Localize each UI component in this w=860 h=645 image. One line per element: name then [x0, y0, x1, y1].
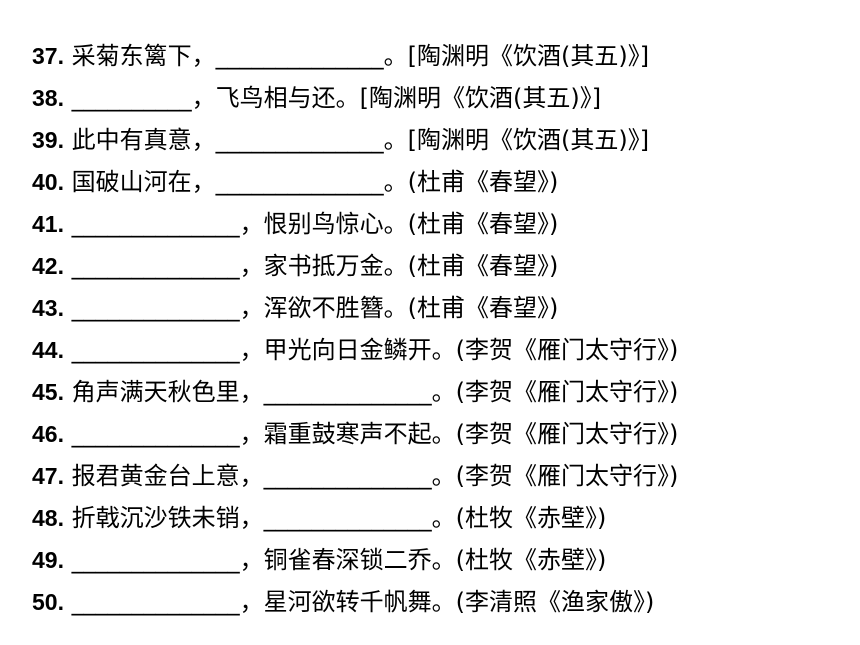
question-number-separator: .: [57, 43, 64, 69]
question-text: ______________，浑欲不胜簪。(杜甫《春望》): [71, 294, 559, 322]
question-number: 37: [32, 43, 58, 69]
question-43: 43. ______________，浑欲不胜簪。(杜甫《春望》): [32, 288, 558, 328]
question-number-separator: .: [57, 463, 64, 489]
question-text: 采菊东篱下，______________。[陶渊明《饮酒(其五)》]: [71, 42, 650, 70]
question-number: 46: [32, 421, 58, 447]
question-number: 39: [32, 127, 58, 153]
question-text: ______________，星河欲转千帆舞。(李清照《渔家傲》): [71, 588, 655, 616]
question-number: 48: [32, 505, 58, 531]
question-text: 国破山河在，______________。(杜甫《春望》): [71, 168, 559, 196]
question-49: 49. ______________，铜雀春深锁二乔。(杜牧《赤壁》): [32, 540, 606, 580]
question-text: ______________，甲光向日金鳞开。(李贺《雁门太守行》): [71, 336, 679, 364]
question-number-separator: .: [57, 547, 64, 573]
question-46: 46. ______________，霜重鼓寒声不起。(李贺《雁门太守行》): [32, 414, 678, 454]
question-47: 47. 报君黄金台上意，______________。(李贺《雁门太守行》): [32, 456, 678, 496]
question-number: 41: [32, 211, 58, 237]
question-number-separator: .: [57, 169, 64, 195]
question-number-separator: .: [57, 505, 64, 531]
question-text: ______________，铜雀春深锁二乔。(杜牧《赤壁》): [71, 546, 607, 574]
question-number: 40: [32, 169, 58, 195]
question-41: 41. ______________，恨别鸟惊心。(杜甫《春望》): [32, 204, 558, 244]
question-number: 42: [32, 253, 58, 279]
question-text: __________，飞鸟相与还。[陶渊明《饮酒(其五)》]: [71, 84, 602, 112]
question-number-separator: .: [57, 85, 64, 111]
question-37: 37. 采菊东篱下，______________。[陶渊明《饮酒(其五)》]: [32, 36, 649, 76]
question-number: 44: [32, 337, 58, 363]
question-text: 折戟沉沙铁未销，______________。(杜牧《赤壁》): [71, 504, 607, 532]
question-text: ______________，恨别鸟惊心。(杜甫《春望》): [71, 210, 559, 238]
question-text: 角声满天秋色里，______________。(李贺《雁门太守行》): [71, 378, 679, 406]
question-50: 50. ______________，星河欲转千帆舞。(李清照《渔家傲》): [32, 582, 654, 622]
question-number-separator: .: [57, 421, 64, 447]
question-number: 50: [32, 589, 58, 615]
question-40: 40. 国破山河在，______________。(杜甫《春望》): [32, 162, 558, 202]
question-text: ______________，家书抵万金。(杜甫《春望》): [71, 252, 559, 280]
question-number-separator: .: [57, 127, 64, 153]
question-number-separator: .: [57, 253, 64, 279]
question-number: 43: [32, 295, 58, 321]
question-44: 44. ______________，甲光向日金鳞开。(李贺《雁门太守行》): [32, 330, 678, 370]
question-number-separator: .: [57, 589, 64, 615]
question-text: ______________，霜重鼓寒声不起。(李贺《雁门太守行》): [71, 420, 679, 448]
question-42: 42. ______________，家书抵万金。(杜甫《春望》): [32, 246, 558, 286]
question-number-separator: .: [57, 337, 64, 363]
question-text: 此中有真意，______________。[陶渊明《饮酒(其五)》]: [71, 126, 650, 154]
question-number: 38: [32, 85, 58, 111]
question-39: 39. 此中有真意，______________。[陶渊明《饮酒(其五)》]: [32, 120, 649, 160]
question-number-separator: .: [57, 295, 64, 321]
question-38: 38. __________，飞鸟相与还。[陶渊明《饮酒(其五)》]: [32, 78, 601, 118]
question-number-separator: .: [57, 211, 64, 237]
question-45: 45. 角声满天秋色里，______________。(李贺《雁门太守行》): [32, 372, 678, 412]
question-number: 45: [32, 379, 58, 405]
question-number-separator: .: [57, 379, 64, 405]
question-48: 48. 折戟沉沙铁未销，______________。(杜牧《赤壁》): [32, 498, 606, 538]
question-text: 报君黄金台上意，______________。(李贺《雁门太守行》): [71, 462, 679, 490]
question-number: 47: [32, 463, 58, 489]
question-number: 49: [32, 547, 58, 573]
